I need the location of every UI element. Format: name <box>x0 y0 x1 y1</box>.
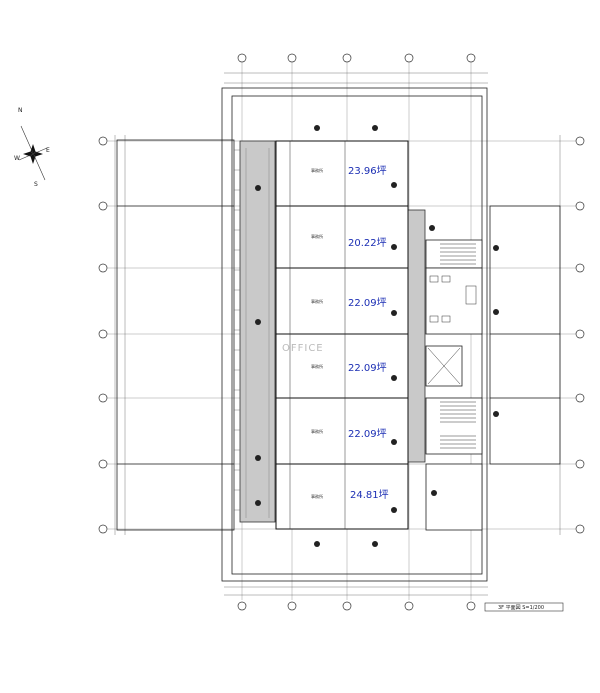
compass-north: N <box>18 107 23 114</box>
title-block <box>484 602 564 612</box>
grid-bubbles <box>98 53 585 611</box>
room-label-3: 事務所 <box>311 298 323 304</box>
room-label-5: 事務所 <box>311 428 323 434</box>
room-label-6: 事務所 <box>311 493 323 499</box>
drawing-title: 3F 平面図 S=1/200 <box>498 605 544 611</box>
toilet-fixtures <box>429 275 477 323</box>
unit-area-3: 22.09坪 <box>348 296 387 309</box>
core-block <box>425 239 483 531</box>
office-units <box>275 140 409 530</box>
balcony-ticks <box>234 149 240 511</box>
compass-south: S <box>34 181 38 188</box>
unit-area-1: 23.96坪 <box>348 164 387 177</box>
column-markers <box>255 125 499 547</box>
room-label-4: 事務所 <box>311 363 323 369</box>
room-label-2: 事務所 <box>311 233 323 239</box>
unit-dividers <box>289 141 346 529</box>
room-label-1: 事務所 <box>311 167 323 173</box>
unit-area-5: 22.09坪 <box>348 427 387 440</box>
watermark: OFFICE <box>282 343 324 354</box>
compass-icon <box>18 125 48 181</box>
stair-treads <box>440 243 476 449</box>
unit-area-4: 22.09坪 <box>348 361 387 374</box>
corridor-hatching <box>245 148 270 518</box>
balcony-corridor-left <box>239 140 276 523</box>
core-corridor <box>407 209 426 463</box>
building-frame <box>116 87 561 582</box>
unit-area-2: 20.22坪 <box>348 236 387 249</box>
unit-area-6: 24.81坪 <box>350 488 389 501</box>
compass-west: W <box>14 155 20 162</box>
elevator-shaft <box>427 347 461 385</box>
compass-east: E <box>46 147 50 154</box>
